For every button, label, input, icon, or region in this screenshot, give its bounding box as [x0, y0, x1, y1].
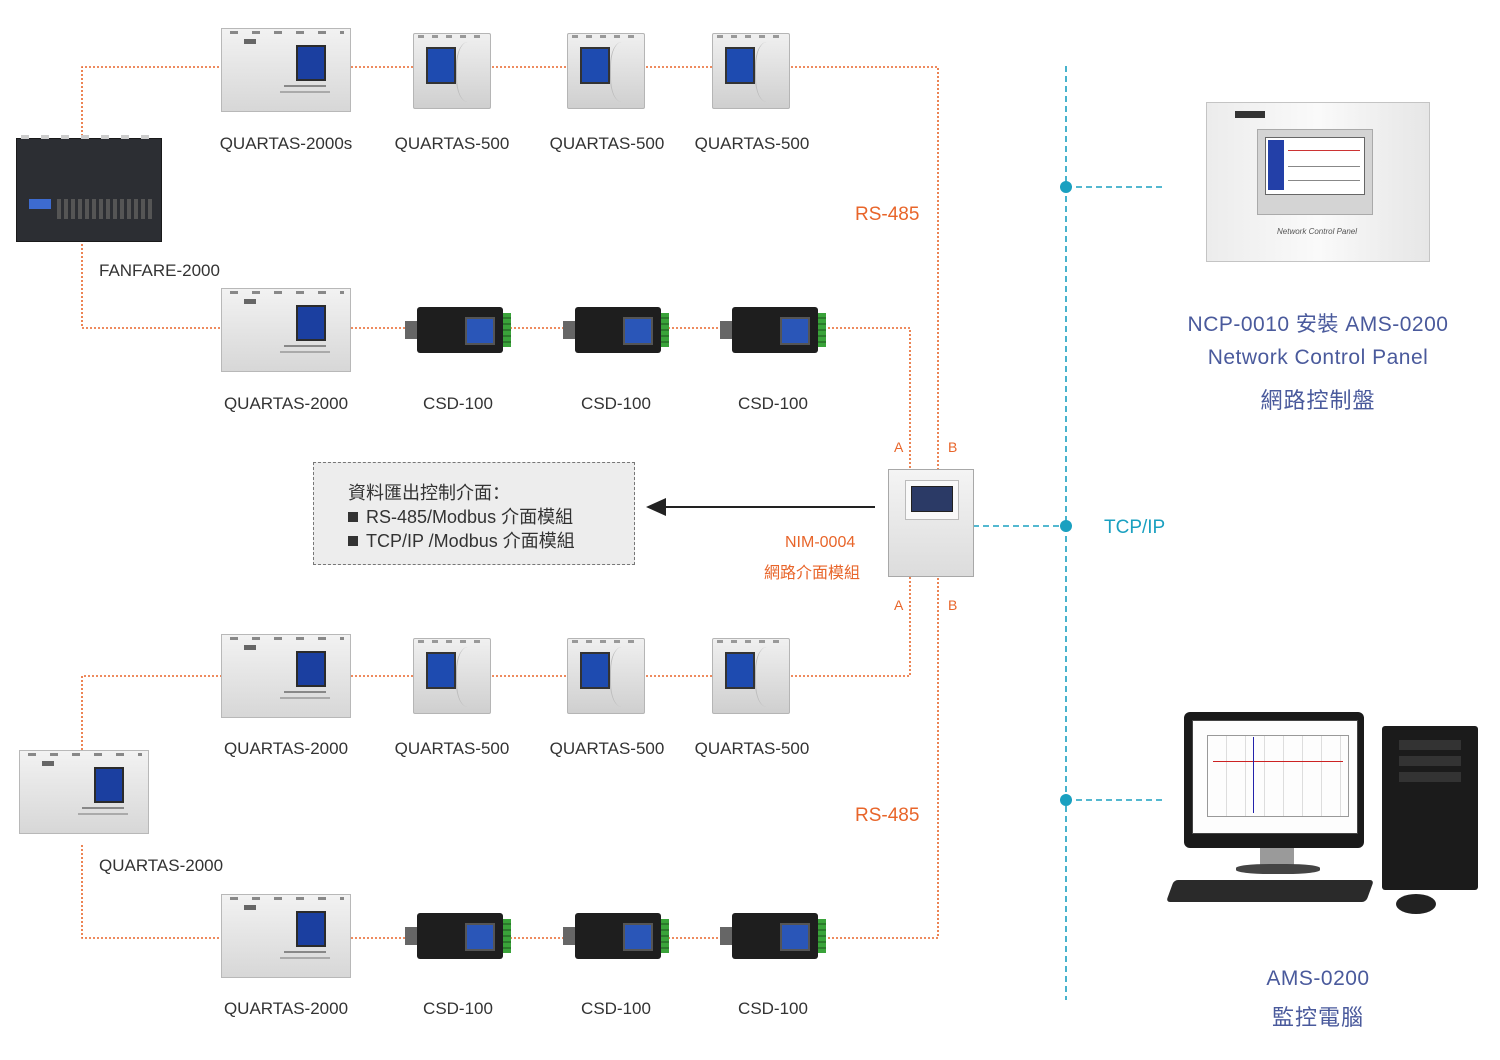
csd-100-device: [720, 307, 826, 353]
tcpip-wiring: [973, 66, 1165, 1000]
rs485-wiring: [81, 66, 939, 939]
terminal-b-top: B: [948, 439, 958, 455]
terminal-b-bottom: B: [948, 597, 958, 613]
terminal-a-bottom: A: [894, 597, 904, 613]
export-arrow: [646, 498, 875, 516]
network-control-panel-device: Network Control Panel: [1206, 102, 1430, 262]
rs485-label-bottom: RS-485: [855, 805, 920, 826]
ams-model-label: AMS-0200: [1266, 967, 1370, 990]
info-title: 資料匯出控制介面：: [348, 483, 510, 503]
ncp-chinese-label: 網路控制盤: [1260, 388, 1376, 413]
quartas-2000-device: [221, 894, 351, 978]
rs485-label-top: RS-485: [855, 204, 920, 225]
nim-model-label: NIM-0004: [785, 534, 856, 551]
monitoring-computer: [1165, 712, 1490, 932]
quartas-500-device: [567, 33, 645, 109]
device-label: CSD-100: [581, 999, 651, 1018]
info-item: RS-485/Modbus 介面模組: [348, 503, 573, 529]
device-label: QUARTAS-500: [694, 739, 810, 758]
ams-chinese-label: 監控電腦: [1271, 1005, 1365, 1030]
csd-100-device: [405, 913, 511, 959]
nim-desc-label: 網路介面模組: [764, 565, 861, 582]
device-label: CSD-100: [423, 999, 493, 1018]
fanfare-2000-panel: [16, 135, 162, 242]
quartas-2000-device: [221, 288, 351, 372]
csd-100-device: [563, 913, 669, 959]
quartas-500-device: [413, 33, 491, 109]
tcpip-nodes: [1060, 181, 1072, 806]
ncp-model-label: NCP-0010 安裝 AMS-0200: [1187, 313, 1449, 336]
device-label: QUARTAS-2000s: [219, 134, 353, 153]
ncp-name-label: Network Control Panel: [1207, 346, 1429, 369]
device-label: QUARTAS-500: [549, 739, 665, 758]
device-label: QUARTAS-500: [549, 134, 665, 153]
quartas-500-device: [712, 638, 790, 714]
quartas-500-device: [567, 638, 645, 714]
device-label: QUARTAS-2000: [223, 394, 349, 413]
quartas-500-device: [712, 33, 790, 109]
ncp-panel-caption: Network Control Panel: [1277, 227, 1358, 236]
csd-100-device: [720, 913, 826, 959]
left-quartas-label: QUARTAS-2000: [99, 856, 224, 875]
quartas-2000-left-device: [19, 750, 149, 834]
quartas-500-device: [413, 638, 491, 714]
device-label: QUARTAS-2000: [223, 739, 349, 758]
device-label: CSD-100: [738, 999, 808, 1018]
quartas-2000-device: [221, 634, 351, 718]
terminal-a-top: A: [894, 439, 904, 455]
csd-100-device: [563, 307, 669, 353]
nim-0004-device: [888, 469, 974, 577]
csd-100-device: [405, 307, 511, 353]
fanfare-label: FANFARE-2000: [99, 261, 220, 280]
quartas-2000s-device: [221, 28, 351, 112]
data-export-info-box: 資料匯出控制介面： RS-485/Modbus 介面模組 TCP/IP /Mod…: [313, 462, 635, 565]
device-label: QUARTAS-500: [694, 134, 810, 153]
info-item: TCP/IP /Modbus 介面模組: [348, 527, 575, 553]
device-label: QUARTAS-500: [394, 134, 510, 153]
device-label: QUARTAS-500: [394, 739, 510, 758]
device-label: QUARTAS-2000: [223, 999, 349, 1018]
device-label: CSD-100: [581, 394, 651, 413]
device-label: CSD-100: [738, 394, 808, 413]
tcpip-label: TCP/IP: [1104, 517, 1166, 538]
device-label: CSD-100: [423, 394, 493, 413]
